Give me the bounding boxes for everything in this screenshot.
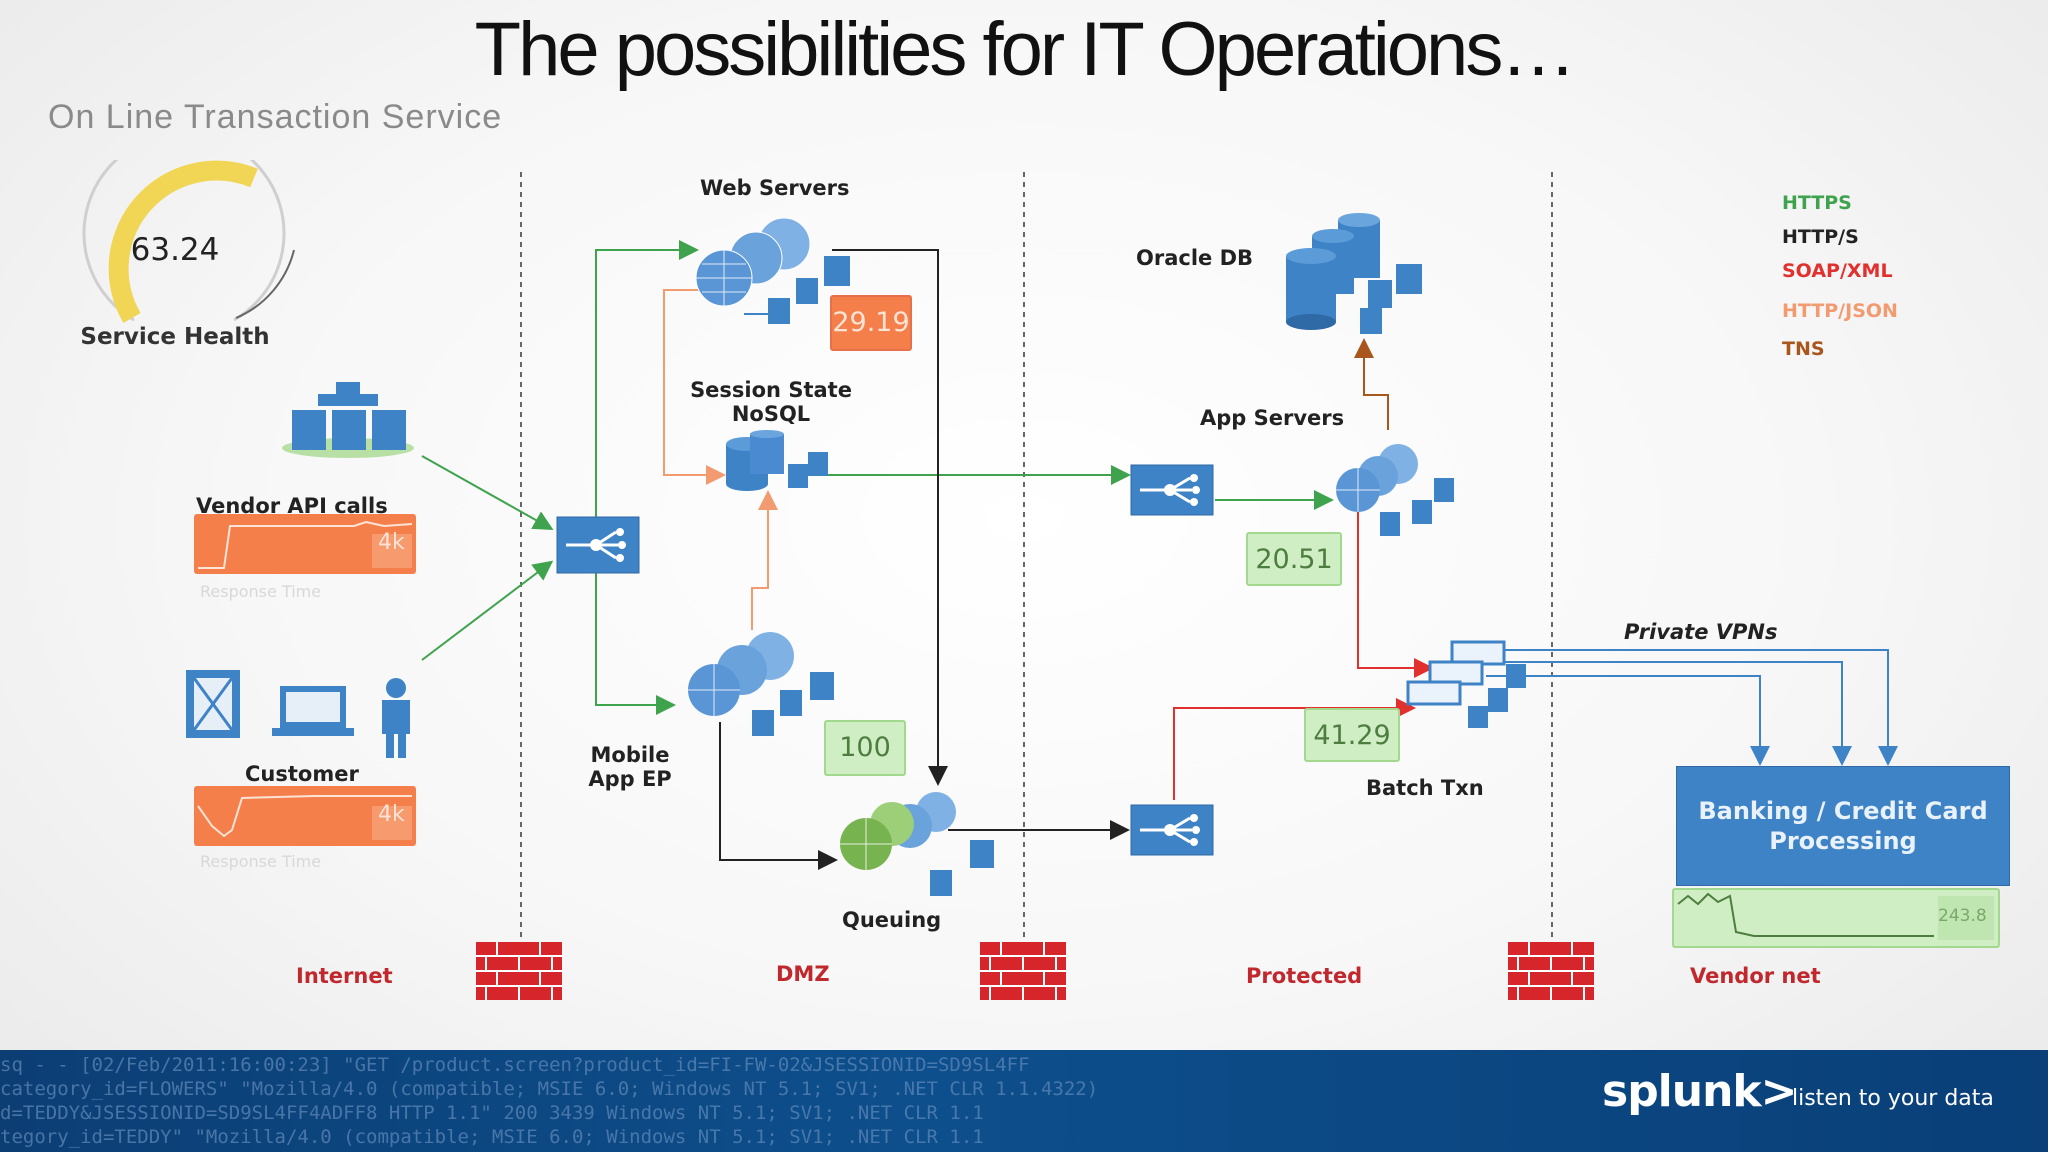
mobile-app-ep-icon [688,632,834,736]
customer-response-label: Response Time [200,852,322,871]
legend-http-s: HTTP/S [1782,226,1859,248]
legend-https: HTTPS [1782,192,1852,214]
customer-value: 4k [378,802,405,827]
label-queuing: Queuing [842,908,942,932]
legend-tns: TNS [1782,338,1825,360]
metric-web-servers: 29.19 [830,295,912,351]
splunk-logo: splunk> [1602,1066,1798,1117]
service-health-gauge [82,160,295,324]
slide-title: The possibilities for IT Operations… [474,7,1577,92]
zone-protected: Protected [1246,964,1363,988]
label-session-state: Session State [690,378,852,402]
slide-subtitle: On Line Transaction Service [48,98,503,136]
zone-dmz: DMZ [776,962,830,986]
label-app-ep: App EP [588,767,672,791]
gauge-value: 63.24 [130,232,220,268]
gauge-label: Service Health [80,324,270,350]
vendor-api-sparkline [194,514,416,574]
splunk-tagline: listen to your data [1792,1086,1994,1111]
app-servers-icon [1336,444,1454,536]
zone-vendor-net: Vendor net [1690,964,1821,988]
metric-batch: 41.29 [1304,708,1400,762]
vendor-net-sparkline [1672,888,2000,948]
log-line: sq - - [02/Feb/2011:16:00:23] "GET /prod… [0,1054,1030,1076]
bank-line-1: Banking / Credit Card [1698,797,1988,825]
legend-http-json: HTTP/JSON [1782,300,1898,322]
firewall-icon [476,942,562,1000]
vendor-api-value: 4k [378,530,405,555]
log-line: tegory_id=TEDDY" "Mozilla/4.0 (compatibl… [0,1126,984,1148]
vendor-net-value: 243.8 [1938,906,1987,926]
label-app-servers: App Servers [1200,406,1345,430]
vendor-servers-icon [282,382,414,458]
firewall-icon [980,942,1066,1000]
label-oracle-db: Oracle DB [1136,246,1254,270]
legend-soap-xml: SOAP/XML [1782,260,1893,282]
nosql-db-icon [726,430,828,491]
label-batch-txn: Batch Txn [1366,776,1484,800]
queuing-icon [840,792,994,896]
label-private-vpns: Private VPNs [1624,620,1778,644]
label-nosql: NoSQL [731,402,811,426]
batch-txn-icon [1406,640,1526,728]
customer-sparkline [194,786,416,846]
metric-app-servers: 20.51 [1246,532,1342,586]
log-line: d=TEDDY&JSESSIONID=SD9SL4FF4ADFF8 HTTP 1… [0,1102,984,1124]
banking-processing-node: Banking / Credit Card Processing [1676,766,2010,886]
footer-banner: sq - - [02/Feb/2011:16:00:23] "GET /prod… [0,1050,2048,1152]
metric-mobile: 100 [824,720,906,776]
load-balancer-icon [1130,804,1214,856]
label-web-servers: Web Servers [700,176,850,200]
firewall-icon [1508,942,1594,1000]
label-customer: Customer [245,762,359,786]
vendor-api-response-label: Response Time [200,582,322,601]
label-mobile: Mobile [590,743,670,767]
bank-line-2: Processing [1769,827,1917,855]
zone-internet: Internet [296,964,393,988]
oracle-db-icon [1286,213,1422,334]
load-balancer-icon [1130,464,1214,516]
customer-devices-icon [186,670,410,758]
log-line: category_id=FLOWERS" "Mozilla/4.0 (compa… [0,1078,1099,1100]
load-balancer-icon [556,516,640,574]
web-servers-icon [695,217,850,324]
